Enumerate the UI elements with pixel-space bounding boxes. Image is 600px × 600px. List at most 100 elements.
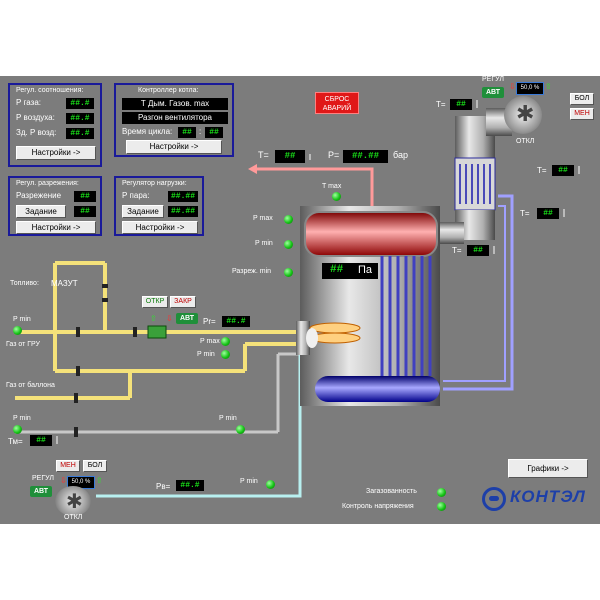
p-min-balloon-label: P min <box>13 415 31 422</box>
exhaust-t1-value: ## <box>450 99 472 110</box>
gas-pressure-label: Р газа: <box>16 98 41 107</box>
cycle-time-a: ## <box>178 127 196 138</box>
vacuum-task-value: ## <box>74 206 96 217</box>
burner-p-min-label: P min <box>197 351 215 358</box>
exhaust-t2-value: ## <box>552 165 574 176</box>
fuel-label: Топливо: <box>10 280 39 287</box>
fan-top-down-arrow[interactable]: ⇩ <box>509 82 516 91</box>
tm-label: Тм= <box>8 437 23 446</box>
exhaust-t1-label: T= <box>436 100 446 109</box>
fan-top-state: ОТКЛ <box>516 138 535 145</box>
fan-top-icon: ✱ <box>504 96 542 134</box>
steam-pressure-label: Р пара: <box>122 191 150 200</box>
cycle-time-colon: : <box>199 127 202 136</box>
voltage-control-indicator <box>437 502 446 511</box>
fan-bottom-down-arrow[interactable]: ⇩ <box>60 476 67 485</box>
boiler-mode-line2: Разгон вентилятора <box>122 112 228 124</box>
vacuum-value: ## <box>74 191 96 202</box>
reset-alarms-button[interactable]: СБРОС АВАРИЙ <box>315 92 359 114</box>
p-min-oil-indicator <box>236 425 245 434</box>
p-max-indicator <box>284 215 293 224</box>
p-min-label: P min <box>255 240 273 247</box>
air-pressure-label: Р воздуха: <box>16 113 55 122</box>
fuel-value: МАЗУТ <box>51 279 78 288</box>
kontel-logo: КОНТЭЛ <box>510 487 586 506</box>
boiler-controller-panel: Контроллер котла: Т Дым. Газов. max Разг… <box>114 83 234 157</box>
load-task-button[interactable]: Задание <box>122 205 164 218</box>
fan-blade-icon: ✱ <box>516 101 535 126</box>
fan-blade-icon: ✱ <box>66 491 83 513</box>
fan-bottom-auto-badge[interactable]: АВТ <box>30 486 52 497</box>
fan-bottom-more-button[interactable]: БОЛ <box>83 460 107 472</box>
pv-value: ##.# <box>176 480 204 491</box>
air-p-min-indicator <box>266 480 275 489</box>
vacuum-display-unit: Па <box>358 264 373 276</box>
load-settings-button[interactable]: Настройки -> <box>122 221 198 234</box>
cycle-time-label: Время цикла: <box>122 127 173 136</box>
exhaust-t3-value: ## <box>537 208 559 219</box>
cycle-time-b: ## <box>205 127 223 138</box>
fan-top-up-arrow[interactable]: ⇧ <box>545 82 552 91</box>
valve-open-button[interactable]: ОТКР <box>142 296 168 308</box>
boiler-mode-line1: Т Дым. Газов. max <box>122 98 228 110</box>
voltage-control-label: Контроль напряжения <box>342 503 414 510</box>
panel-title: Регул. соотношения: <box>16 87 84 94</box>
fan-bottom-regul-label: РЕГУЛ <box>32 475 54 482</box>
gas-contamination-indicator <box>437 488 446 497</box>
air-pressure-value: ##.# <box>66 113 94 124</box>
vacuum-task-button[interactable]: Задание <box>16 205 66 218</box>
steam-pressure-value: ##.## <box>168 191 198 202</box>
panel-title: Регулятор нагрузки: <box>122 180 187 187</box>
p-min-gru-label: P min <box>13 316 31 323</box>
panel-title: Регул. разрежения: <box>16 180 79 187</box>
razr-min-indicator <box>284 268 293 277</box>
pr-value: ##.# <box>222 316 250 327</box>
p-min-balloon-indicator <box>13 425 22 434</box>
pv-label: Рв= <box>156 482 171 491</box>
steam-temp-value: ## <box>275 150 305 163</box>
t-max-label: T max <box>322 183 342 190</box>
steam-temp-label: T= <box>258 150 269 160</box>
tm-value: ## <box>30 435 52 446</box>
fan-bottom-up-arrow[interactable]: ⇧ <box>96 476 103 485</box>
valve-up-arrow[interactable]: ⇧ <box>150 314 157 323</box>
fan-bottom-less-button[interactable]: МЕН <box>56 460 80 472</box>
air-setpoint-label: Зд. Р возд: <box>16 128 57 137</box>
vacuum-regulator-panel: Регул. разрежения: Разрежение ## Задание… <box>8 176 102 236</box>
valve-close-button[interactable]: ЗАКР <box>170 296 196 308</box>
fan-top-less-button[interactable]: МЕН <box>570 108 594 120</box>
pipe-schematic <box>15 108 514 498</box>
fan-top-percent: 50,0 % <box>516 82 544 95</box>
fan-bottom-state: ОТКЛ <box>64 514 83 521</box>
fan-bottom-icon: ✱ <box>55 486 91 516</box>
steam-pressure-readout: ##.## <box>343 150 388 163</box>
steam-pressure-unit: бар <box>393 150 408 160</box>
vacuum-display-value: ## <box>330 264 344 276</box>
exhaust-t3-label: T= <box>520 209 530 218</box>
burner-p-min-indicator <box>221 350 230 359</box>
exhaust-t2-label: T= <box>537 166 547 175</box>
ratio-settings-button[interactable]: Настройки -> <box>16 146 96 160</box>
steam-temp-tick <box>309 154 311 160</box>
valve-auto-badge[interactable]: АВТ <box>176 313 198 324</box>
air-setpoint-value: ##.# <box>66 128 94 139</box>
scada-screen: Регул. соотношения: Р газа: ##.# Р возду… <box>0 76 600 524</box>
vacuum-settings-button[interactable]: Настройки -> <box>16 221 96 234</box>
gas-pressure-value: ##.# <box>66 98 94 109</box>
fan-top-regul-label: РЕГУЛ <box>482 76 504 83</box>
steam-pressure-readout-label: P= <box>328 150 340 160</box>
boiler-settings-button[interactable]: Настройки -> <box>126 140 222 154</box>
fan-top-more-button[interactable]: БОЛ <box>570 93 594 105</box>
air-p-min-label: P min <box>240 478 258 485</box>
t-max-indicator <box>332 192 341 201</box>
load-regulator-panel: Регулятор нагрузки: Р пара: ##.## Задани… <box>114 176 204 236</box>
vacuum-display: ## Па <box>322 263 378 279</box>
exhaust-t4-label: T= <box>452 246 462 255</box>
panel-title: Контроллер котла: <box>138 87 199 94</box>
burner-p-max-label: P max <box>200 338 220 345</box>
vacuum-label: Разрежение <box>16 191 62 200</box>
fan-top-auto-badge[interactable]: АВТ <box>482 87 504 98</box>
graphs-button[interactable]: Графики -> <box>508 459 588 478</box>
valve-down-arrow[interactable]: ⇩ <box>166 314 173 323</box>
gas-contamination-label: Загазованность <box>366 488 417 495</box>
